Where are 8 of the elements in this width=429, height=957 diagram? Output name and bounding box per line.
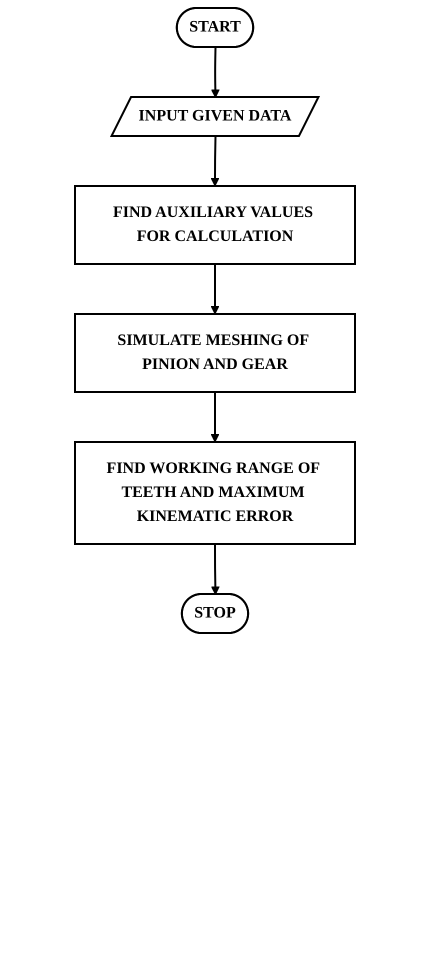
node-box: SIMULATE MESHING OF PINION AND GEAR — [74, 313, 356, 393]
node-box: FIND WORKING RANGE OF TEETH AND MAXIMUM KINEMATIC ERROR — [74, 441, 356, 545]
arrow — [210, 47, 220, 98]
node-box: FIND AUXILIARY VALUES FOR CALCULATION — [74, 185, 356, 265]
arrow — [210, 544, 220, 595]
arrow — [210, 392, 219, 442]
arrow — [210, 136, 219, 186]
arrow — [210, 264, 219, 314]
